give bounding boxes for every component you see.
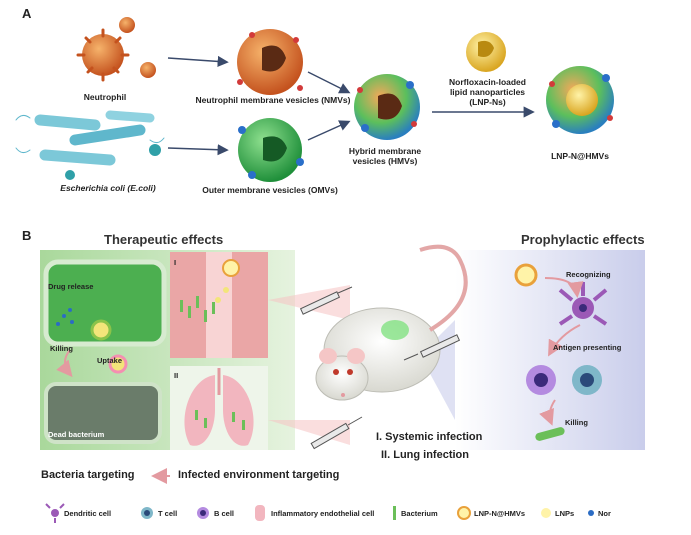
ecoli-label: Escherichia coli (E.coli) — [60, 183, 156, 193]
hmv-vesicle — [354, 74, 420, 140]
therapeutic-title: Therapeutic effects — [104, 232, 224, 247]
bacteria-targeting-label: Bacteria targeting — [41, 469, 135, 481]
panel-b-letter: B — [22, 228, 32, 243]
neutrophil-cells — [76, 17, 156, 82]
environment-targeting-label: Infected environment targeting — [178, 469, 340, 481]
roman-1-label: I — [174, 258, 177, 267]
lnp-n-hmv-small — [514, 263, 538, 287]
syringes — [299, 286, 461, 450]
panel-a-arrows — [167, 55, 535, 156]
drug-release-label: Drug release — [48, 282, 94, 291]
bacterium-cell — [43, 259, 167, 347]
lnp-label-line1: Norfloxacin-loaded — [449, 77, 526, 87]
ecoli-bacteria — [15, 110, 165, 180]
nmv-label: Neutrophil membrane vesicles (NMVs) — [195, 95, 351, 105]
dead-bacterium-label: Dead bacterium — [48, 430, 105, 439]
lnp-particle — [466, 32, 506, 72]
systemic-infection-label: I. Systemic infection — [376, 431, 483, 443]
nmv-vesicle — [237, 29, 303, 95]
legend-dendritic: Dendritic cell — [64, 509, 112, 518]
lung-infection-label: II. Lung infection — [381, 449, 469, 461]
lnp-n-hmv-label: LNP-N@HMVs — [551, 151, 609, 161]
lnp-label-line2: lipid nanoparticles — [449, 86, 526, 97]
killing-right-label: Killing — [565, 418, 588, 427]
recognizing-label: Recognizing — [566, 270, 611, 279]
legend-nor: Nor — [598, 509, 611, 518]
panel-a-letter: A — [22, 6, 32, 21]
lnp-n-hmv-particle — [546, 66, 614, 134]
lnp-label: Norfloxacin-loaded lipid nanoparticles (… — [440, 77, 535, 107]
killing-left-label: Killing — [50, 344, 73, 353]
legend-endothelial: Inflammatory endothelial cell — [271, 509, 375, 518]
omv-label: Outer membrane vesicles (OMVs) — [202, 185, 338, 195]
uptake-label: Uptake — [97, 356, 123, 365]
legend-lnps: LNPs — [555, 509, 575, 518]
legend-bacterium: Bacterium — [401, 509, 438, 518]
lnp-label-line3: (LNP-Ns) — [469, 96, 506, 107]
mouse-illustration — [315, 244, 468, 401]
legend-tcell: T cell — [158, 509, 178, 518]
omv-vesicle — [238, 118, 304, 182]
antigen-presenting-label: Antigen presenting — [553, 343, 622, 352]
neutrophil-label: Neutrophil — [83, 92, 127, 102]
legend-bcell: B cell — [214, 509, 235, 518]
prophylactic-title: Prophylactic effects — [521, 232, 645, 247]
legend-icons — [45, 503, 594, 523]
roman-2-label: II — [174, 371, 179, 380]
legend-lnpn: LNP-N@HMVs — [474, 509, 526, 518]
hmv-label: Hybrid membrane vesicles (HMVs) — [348, 146, 422, 166]
dead-bacterium-cell — [44, 382, 162, 444]
